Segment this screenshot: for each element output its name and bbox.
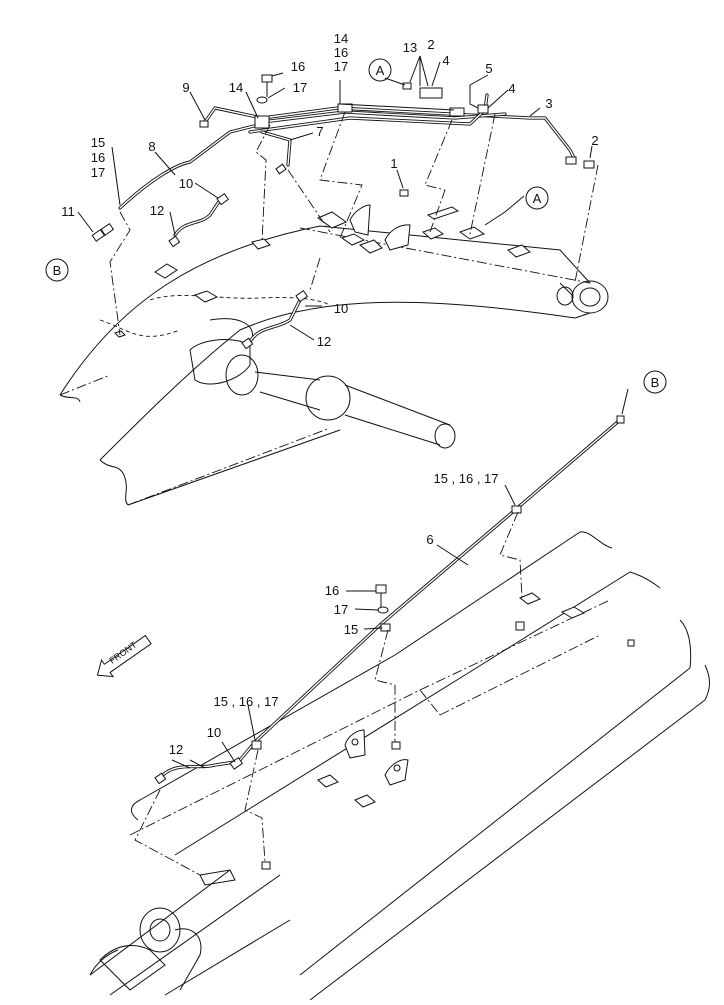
label-13: 13 — [403, 40, 417, 55]
label-17-left: 17 — [91, 165, 105, 180]
label-10-arm: 10 — [207, 725, 221, 740]
label-4-right: 4 — [508, 81, 515, 96]
boom-outline — [59, 225, 609, 506]
callout-a-right: A — [525, 186, 549, 210]
top-location-lines — [109, 111, 599, 336]
label-16-left: 16 — [91, 150, 105, 165]
arm-hydraulic-line — [154, 415, 625, 785]
label-12-mid: 12 — [317, 334, 331, 349]
top-hydraulic-lines — [118, 93, 577, 347]
label-16-stack: 16 — [334, 45, 348, 60]
label-14-stack: 14 — [334, 31, 348, 46]
label-15-arm: 15 — [344, 622, 358, 637]
top-bolt — [256, 74, 273, 104]
svg-text:A: A — [376, 63, 385, 78]
top-fittings — [91, 82, 595, 350]
label-10-top: 10 — [179, 176, 193, 191]
label-15-16-17-upper: 15 , 16 , 17 — [433, 471, 498, 486]
label-12-arm: 12 — [169, 742, 183, 757]
svg-text:B: B — [53, 263, 62, 278]
label-2-right: 2 — [591, 133, 598, 148]
arm-outline — [89, 531, 710, 1001]
label-1: 1 — [390, 156, 397, 171]
label-15-16-17-lower: 15 , 16 , 17 — [213, 694, 278, 709]
label-9: 9 — [182, 80, 189, 95]
arm-clamp-brackets — [261, 592, 635, 870]
label-3: 3 — [545, 96, 552, 111]
callout-b-right: B — [643, 370, 667, 394]
label-17-arm: 17 — [334, 602, 348, 617]
label-17-top: 17 — [293, 80, 307, 95]
label-8: 8 — [148, 139, 155, 154]
arm-leader-lines — [171, 388, 629, 769]
arm-bolt — [375, 584, 389, 614]
label-12-top: 12 — [150, 203, 164, 218]
callout-b-left: B — [45, 258, 69, 282]
label-16-top: 16 — [291, 59, 305, 74]
top-clamp-brackets — [114, 204, 531, 338]
label-10-mid: 10 — [334, 301, 348, 316]
label-5: 5 — [485, 61, 492, 76]
part-labels: 14 16 17 13 2 4 5 4 3 2 16 17 14 9 7 8 1… — [61, 31, 598, 757]
label-7: 7 — [316, 124, 323, 139]
label-2-top: 2 — [427, 37, 434, 52]
svg-text:B: B — [651, 375, 660, 390]
label-14-top: 14 — [229, 80, 243, 95]
label-15-left: 15 — [91, 135, 105, 150]
svg-text:A: A — [533, 191, 542, 206]
label-11: 11 — [61, 204, 75, 219]
top-leader-lines — [77, 55, 593, 341]
front-direction-arrow — [96, 634, 152, 678]
label-17-stack: 17 — [334, 59, 348, 74]
label-6: 6 — [426, 532, 433, 547]
label-16-arm: 16 — [325, 583, 339, 598]
arm-location-lines — [134, 511, 523, 876]
label-4-top: 4 — [442, 53, 449, 68]
callout-a-top: A — [368, 58, 392, 82]
